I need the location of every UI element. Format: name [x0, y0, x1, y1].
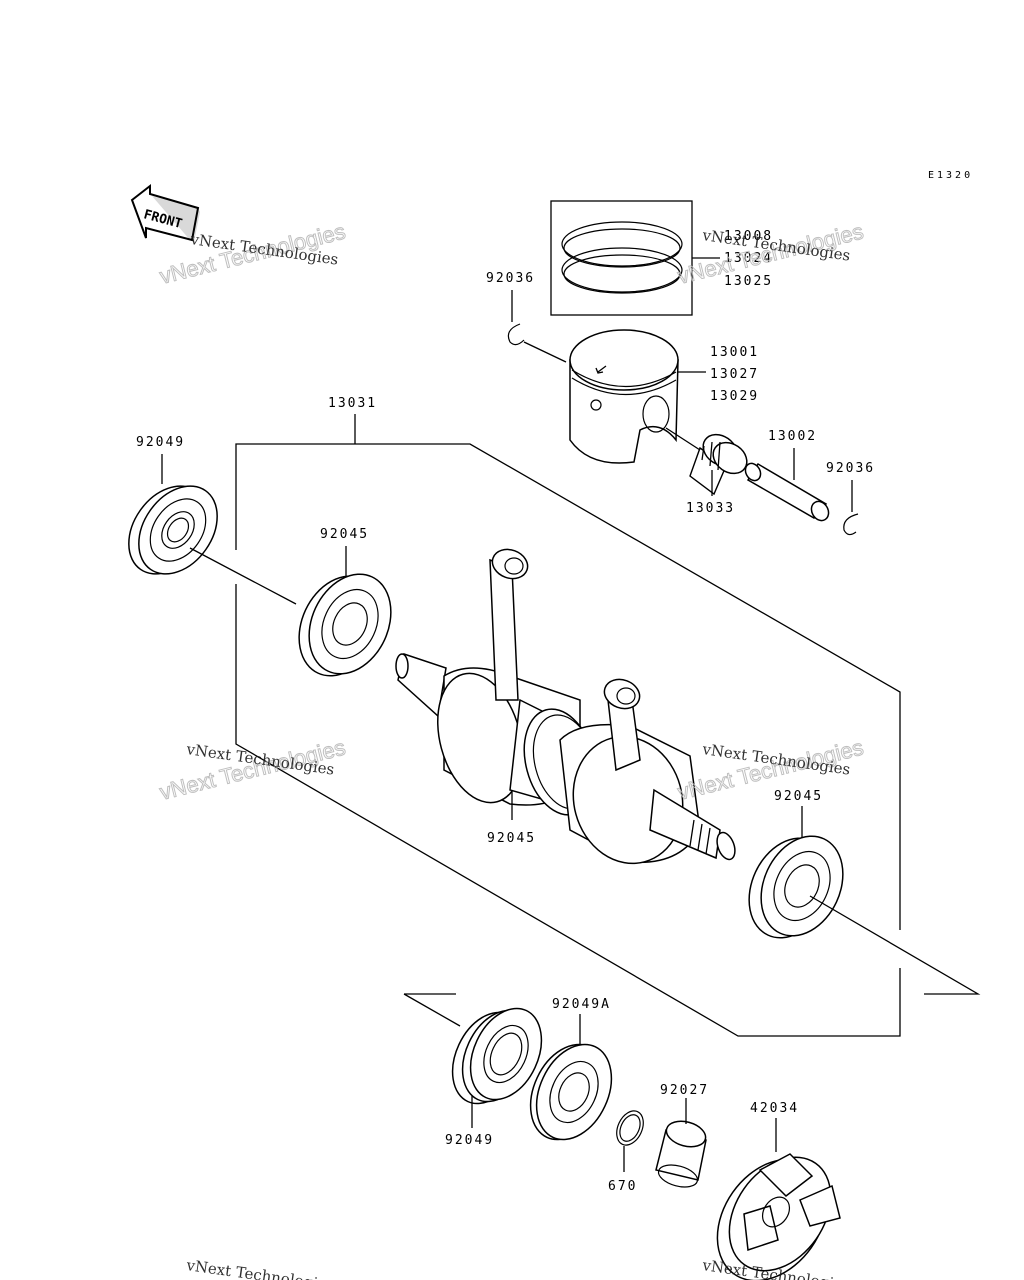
diagram-code: E1320	[928, 170, 973, 181]
part-label-92049-bottom: 92049	[445, 1133, 494, 1148]
oil-seal-left	[128, 454, 297, 605]
part-label-92049-top: 92049	[136, 435, 185, 450]
piston-pin	[744, 448, 830, 522]
lower-assembly-bracket	[403, 993, 461, 1027]
part-label-42034: 42034	[750, 1101, 799, 1116]
oil-seal-bottom	[451, 1007, 543, 1128]
watermark-middle-right: vNext Technologies vNext Technologies	[675, 734, 867, 805]
part-label-13031: 13031	[328, 396, 377, 411]
collar-92027	[655, 1098, 707, 1188]
coupling-42034	[716, 1118, 841, 1280]
piston-clip-left	[507, 290, 567, 363]
bearing-left	[298, 546, 392, 677]
piston-ring-set	[550, 200, 720, 316]
part-label-670: 670	[608, 1179, 637, 1194]
needle-bearing	[665, 427, 748, 496]
part-label-13033: 13033	[686, 501, 735, 516]
part-label-13002: 13002	[768, 429, 817, 444]
part-label-13024: 13024	[724, 251, 773, 266]
svg-text:vNext Technologies: vNext Technologies	[184, 1256, 335, 1280]
part-label-13001: 13001	[710, 345, 759, 360]
part-label-13027: 13027	[710, 367, 759, 382]
part-label-92049a: 92049A	[552, 997, 611, 1012]
crankshaft	[395, 548, 736, 865]
crankshaft-assembly-bracket	[235, 414, 901, 1037]
part-label-13008: 13008	[724, 229, 773, 244]
watermark-bottom-left: vNext Technologies	[184, 1256, 335, 1280]
piston	[569, 329, 706, 464]
oil-seal-92049a	[529, 1014, 613, 1141]
part-label-92045-right: 92045	[774, 789, 823, 804]
circlip-670	[616, 1110, 644, 1172]
bearing-right	[748, 806, 981, 995]
piston-clip-right	[843, 480, 859, 536]
watermark-middle-left: vNext Technologies vNext Technologies	[157, 734, 349, 805]
part-label-13029: 13029	[710, 389, 759, 404]
part-label-92036-left: 92036	[486, 271, 535, 286]
part-label-92036-right: 92036	[826, 461, 875, 476]
part-label-92027: 92027	[660, 1083, 709, 1098]
part-label-92045-center: 92045	[487, 831, 536, 846]
front-arrow-icon: FRONT	[130, 183, 200, 242]
part-label-92045-left: 92045	[320, 527, 369, 542]
part-label-13025: 13025	[724, 274, 773, 289]
